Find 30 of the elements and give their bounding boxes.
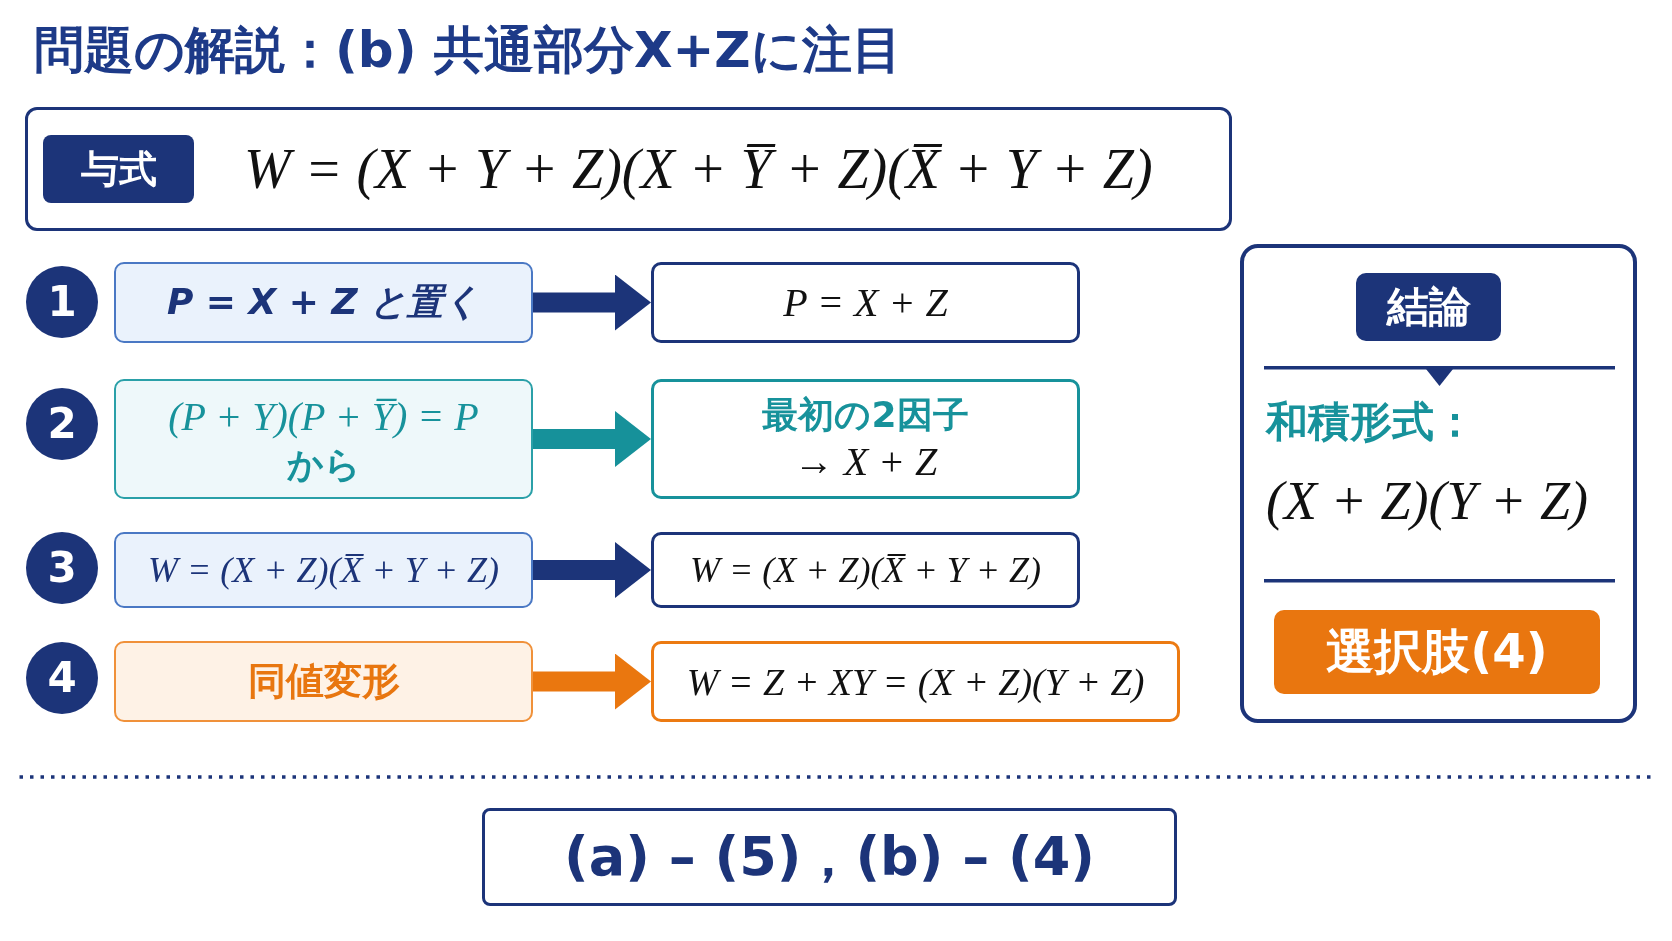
step-box: 同値変形 — [114, 641, 533, 722]
caption-text: から — [286, 442, 361, 487]
step-box: W = (X + Z)(X̅ + Y + Z) — [114, 532, 533, 608]
result-box — [651, 379, 1080, 499]
given-formula-panel — [25, 107, 1232, 231]
step-number: 2 — [26, 388, 98, 460]
formula-text: (P + Y)(P + Y̅) = P — [168, 392, 479, 441]
step-number: 3 — [26, 532, 98, 604]
conclusion-panel — [1240, 244, 1637, 723]
arrow — [533, 411, 651, 467]
caption-text: 和積形式： — [1266, 396, 1476, 448]
step-box — [114, 379, 533, 499]
step-box: P = X + Z と置く — [114, 262, 533, 343]
answer-box: (a) – (5)，(b) – (4) — [482, 808, 1177, 906]
choice-tag: 選択肢(4) — [1274, 610, 1600, 694]
caption-text: 最初の2因子 — [762, 392, 969, 437]
step-number: 4 — [26, 642, 98, 714]
formula-text: (X + Z)(Y + Z) — [1266, 470, 1588, 532]
page-title: 問題の解説：(b) 共通部分X+Zに注目 — [34, 22, 902, 80]
heading-tag: 与式 — [43, 135, 194, 203]
step-number: 1 — [26, 266, 98, 338]
result-box: W = Z + XY = (X + Z)(Y + Z) — [651, 641, 1180, 722]
result-box: W = (X + Z)(X̅ + Y + Z) — [651, 532, 1080, 608]
arrow — [533, 653, 651, 710]
heading-tag: 結論 — [1356, 273, 1501, 341]
arrow — [533, 542, 651, 598]
result-box: P = X + Z — [651, 262, 1080, 343]
arrow — [533, 274, 651, 331]
formula-text: → X + Z — [793, 437, 938, 486]
formula-text: W = (X + Y + Z)(X + Y̅ + Z)(X̅ + Y + Z) — [244, 137, 1153, 201]
